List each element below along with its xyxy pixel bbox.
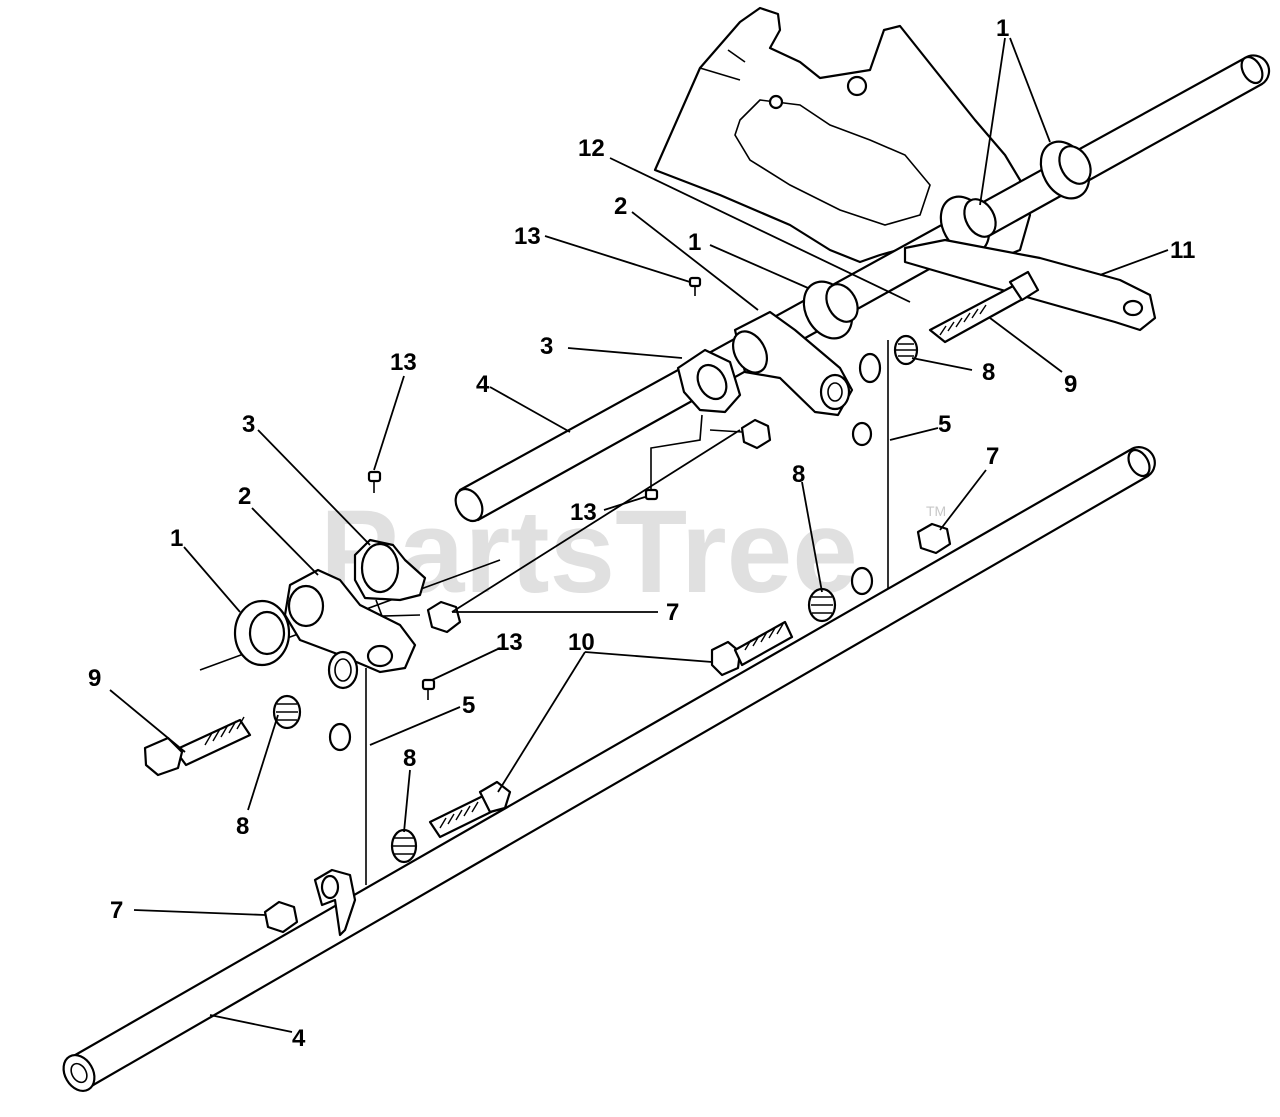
- callout: 7: [110, 897, 123, 924]
- callout: 5: [462, 692, 475, 719]
- callout: 4: [292, 1025, 306, 1052]
- mounting-bracket: [653, 6, 1032, 264]
- callout: 5: [938, 411, 951, 438]
- callout: 1: [688, 229, 701, 256]
- upper-nut: [709, 418, 772, 450]
- callout: 3: [242, 411, 255, 438]
- callouts: 1 12 2 13 1 11 3 8 9 13 4 3 5 8 7 13 2 1…: [88, 15, 1195, 1052]
- callout: 2: [614, 193, 627, 220]
- leader-lines: [109, 37, 1169, 1033]
- upper-bolt: [851, 270, 1040, 447]
- callout: 9: [88, 665, 101, 692]
- callout: 8: [236, 813, 249, 840]
- lower-right-nut: [916, 522, 952, 555]
- callout: 11: [1170, 237, 1195, 264]
- callout: 2: [238, 483, 251, 510]
- upper-bushings: [802, 140, 1092, 340]
- left-bushing: [233, 599, 291, 667]
- lower-left-bolt: [390, 780, 512, 864]
- callout: 12: [578, 135, 605, 162]
- callout: 7: [666, 599, 679, 626]
- left-collar: [353, 538, 427, 602]
- left-link-arm: [283, 568, 417, 690]
- callout: 1: [996, 15, 1009, 42]
- callout: 8: [792, 461, 805, 488]
- callout: 8: [403, 745, 416, 772]
- callout: 8: [982, 359, 995, 386]
- callout: 4: [476, 371, 490, 398]
- upper-link-arm: [731, 310, 854, 417]
- lower-right-bolt: [710, 566, 874, 677]
- callout: 10: [568, 629, 595, 656]
- callout: 13: [390, 349, 417, 376]
- callout: 7: [986, 443, 999, 470]
- callout: 13: [496, 629, 523, 656]
- watermark-tm: TM: [926, 503, 946, 519]
- upper-collar: [676, 348, 742, 414]
- callout: 13: [570, 499, 597, 526]
- callout: 9: [1064, 371, 1077, 398]
- left-bolt: [143, 694, 352, 777]
- lower-left-bracket: [313, 868, 357, 937]
- lower-left-nut: [263, 900, 299, 934]
- callout: 1: [170, 525, 183, 552]
- callout: 13: [514, 223, 541, 250]
- callout: 3: [540, 333, 553, 360]
- middle-nut: [426, 600, 462, 634]
